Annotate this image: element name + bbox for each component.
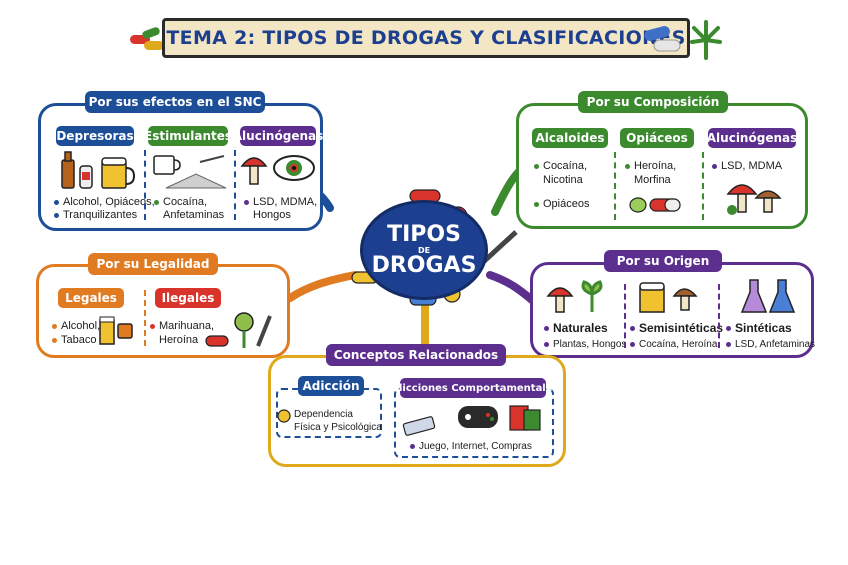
- adiccion-item-2: Física y Psicológica: [294, 422, 382, 433]
- origen-header: Por su Origen: [604, 250, 722, 272]
- sinteticas-sub: LSD, Anfetaminas: [726, 338, 815, 351]
- ilegales-item-2: Heroína: [159, 334, 199, 346]
- flasks-icon: [740, 279, 796, 313]
- coffee-powder-icon: [153, 155, 227, 189]
- origen-separator-1: [624, 284, 626, 348]
- naturales-sub: Plantas, Hongos: [544, 338, 626, 351]
- alucinogenas-snc-item-2: Hongos: [253, 209, 291, 221]
- comportamentales-item-1: Juego, Internet, Compras: [410, 440, 532, 453]
- capsules-icon: [644, 26, 681, 52]
- naturales-title: Naturales: [544, 322, 608, 335]
- beer-tobacco-icon: [99, 316, 133, 345]
- alcaloides-item-2: Nicotina: [543, 174, 583, 186]
- semisinteticas-title: Semisintéticas: [630, 322, 723, 335]
- hub-line-1: TIPOS: [387, 221, 461, 247]
- mushroom-leaf-icon: [546, 280, 603, 313]
- alucinogenas-comp-item-1: LSD, MDMA: [712, 160, 782, 173]
- connector-origen: [486, 271, 536, 304]
- sinteticas-title: Sintéticas: [726, 322, 792, 335]
- phone-gamepad-bags-icon: [402, 405, 541, 436]
- origen-separator-2: [718, 284, 720, 348]
- legales-item-2: Tabaco: [52, 334, 96, 347]
- estimulantes-title: Estimulantes: [144, 126, 232, 146]
- snc-header: Por sus efectos en el SNC: [85, 91, 265, 113]
- composicion-separator-2: [702, 152, 704, 220]
- pills-opiaceos-icon: [629, 197, 681, 213]
- opiaceos-title: Opiáceos: [620, 128, 694, 148]
- alcaloides-item-1: Cocaína,: [534, 160, 587, 173]
- opiaceos-item-2: Morfina: [634, 174, 671, 186]
- poppy-syringe-icon: [205, 312, 272, 348]
- depresoras-title: Depresoras: [56, 126, 134, 146]
- legalidad-separator: [144, 290, 146, 346]
- legales-title: Legales: [58, 288, 124, 308]
- ilegales-title: Ilegales: [155, 288, 221, 308]
- adiccion-title: Adicción: [298, 376, 364, 396]
- page-title: TEMA 2: TIPOS DE DROGAS Y CLASIFICACIONE…: [162, 18, 690, 58]
- alcaloides-title: Alcaloides: [532, 128, 608, 148]
- hub-line-3: DROGAS: [371, 252, 477, 278]
- comportamentales-title: Adicciones Comportamentales: [388, 378, 558, 398]
- alucinogenas-comp-title: Alucinógenas: [707, 128, 797, 148]
- opiaceos-item-1: Heroína,: [625, 160, 676, 173]
- legales-item-1: Alcohol,: [52, 320, 100, 333]
- connector-legalidad: [286, 271, 359, 302]
- composicion-header: Por su Composición: [578, 91, 728, 113]
- adiccion-item-1: Dependencia: [294, 409, 353, 420]
- conceptos-header: Conceptos Relacionados: [326, 344, 506, 366]
- hub-line-2: DE: [417, 245, 431, 255]
- ilegales-item-1: Marihuana,: [150, 320, 214, 333]
- mushrooms-icon: [726, 184, 782, 215]
- beer-mushroom-icon: [639, 282, 698, 313]
- estimulantes-item-2: Anfetaminas: [163, 209, 225, 221]
- estimulantes-item-1: Cocaína,: [154, 196, 207, 209]
- legalidad-header: Por su Legalidad: [88, 253, 218, 275]
- depresoras-item-1: Alcohol, Opiáceos,: [54, 196, 155, 209]
- origen-panel: [530, 262, 814, 358]
- pills-icon: [130, 27, 164, 50]
- alcohol-bottles-icon: [61, 151, 136, 189]
- central-hub: TIPOS DE DROGAS: [360, 200, 488, 300]
- composicion-separator-1: [614, 152, 616, 220]
- alucinogenas-snc-title: Alucinógenas: [233, 126, 323, 146]
- semisinteticas-sub: Cocaína, Heroína: [630, 338, 717, 351]
- cannabis-leaf-icon: [690, 20, 722, 60]
- brain-chain-icon: [277, 409, 291, 423]
- mushroom-eye-icon: [240, 155, 315, 185]
- snc-separator-1: [144, 150, 146, 220]
- alcaloides-item-3: Opiáceos: [534, 198, 589, 211]
- alucinogenas-snc-item-1: LSD, MDMA,: [244, 196, 317, 209]
- depresoras-item-2: Tranquilizantes: [54, 209, 137, 222]
- snc-separator-2: [234, 150, 236, 220]
